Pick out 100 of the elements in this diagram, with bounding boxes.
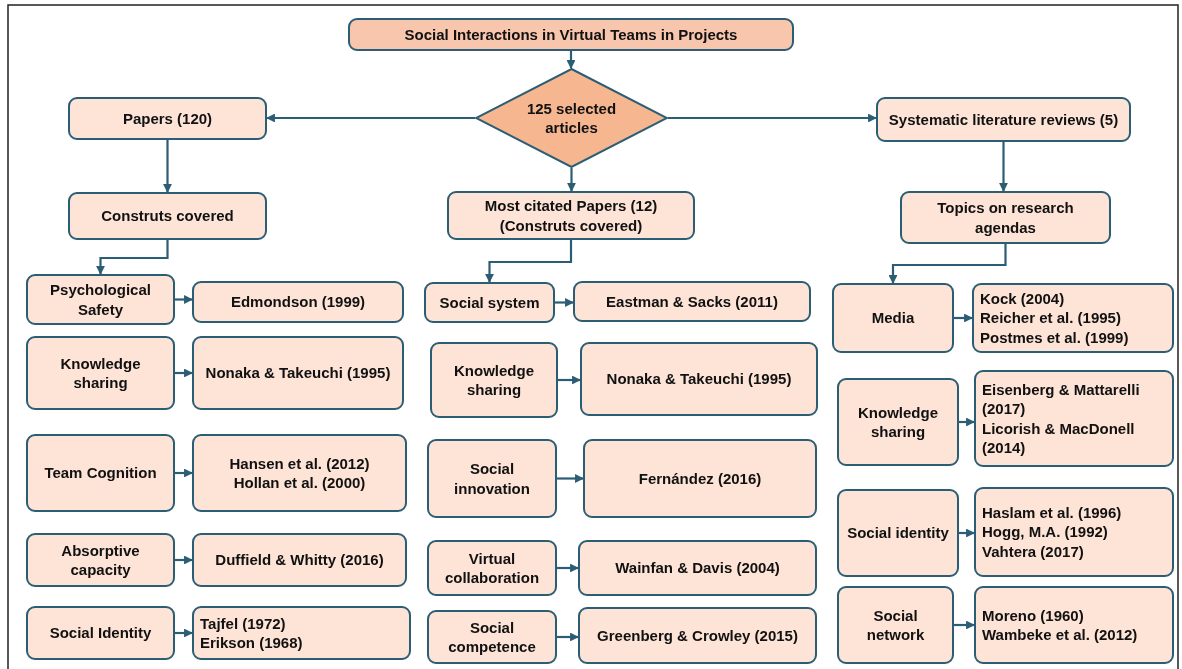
process-box xyxy=(974,370,1174,467)
node-label: Greenberg & Crowley (2015) xyxy=(597,625,798,646)
node-label: Absorptive capacity xyxy=(60,540,141,580)
arrow xyxy=(175,368,193,378)
process-box xyxy=(26,606,175,660)
arrow xyxy=(555,298,574,307)
node-label: Social identity xyxy=(847,523,949,543)
arrow xyxy=(485,240,573,283)
process-box xyxy=(573,281,811,322)
process-box xyxy=(26,434,175,512)
reference-line: Wambeke et al. (2012) xyxy=(982,625,1138,645)
arrow xyxy=(175,555,193,565)
arrow xyxy=(959,528,975,538)
arrow xyxy=(954,313,973,323)
process-box xyxy=(68,192,267,240)
node-label: Duffield & Whitty (2016) xyxy=(215,550,384,570)
arrow xyxy=(175,628,193,638)
node-label: Team Cognition xyxy=(44,463,157,483)
node-label: Construts covered xyxy=(101,206,234,226)
node-label: Social innovation xyxy=(453,459,531,498)
arrow xyxy=(558,375,581,385)
process-box xyxy=(837,489,959,577)
process-box xyxy=(447,191,695,240)
arrow xyxy=(557,474,584,483)
process-box xyxy=(192,533,407,587)
process-box xyxy=(900,191,1111,244)
process-box xyxy=(430,342,558,418)
arrow xyxy=(567,168,576,192)
process-box xyxy=(974,487,1174,577)
arrow xyxy=(163,140,172,193)
process-box xyxy=(192,606,411,660)
process-box xyxy=(837,586,954,664)
process-box xyxy=(578,607,817,664)
node-label: Nonaka & Takeuchi (1995) xyxy=(205,363,391,383)
reference-line: Tajfel (1972) xyxy=(200,613,286,633)
process-box xyxy=(580,342,818,416)
arrow xyxy=(266,113,475,123)
node-label: Systematic literature reviews (5) xyxy=(888,109,1119,130)
arrow xyxy=(888,244,1007,284)
reference-line: Postmes et al. (1999) xyxy=(980,327,1129,348)
node-label: 125 selected articles xyxy=(526,98,617,138)
arrow xyxy=(959,417,975,427)
process-box xyxy=(583,439,817,518)
reference-line: Hogg, M.A. (1992) xyxy=(982,522,1108,542)
process-box xyxy=(424,282,555,323)
process-box xyxy=(876,97,1131,142)
node-label: Eastman & Sacks (2011) xyxy=(606,291,778,312)
node-label: Social network xyxy=(865,605,926,645)
process-box xyxy=(26,533,175,587)
node-label: Fernández (2016) xyxy=(638,468,762,489)
reference-line: Moreno (1960) xyxy=(982,605,1084,625)
arrow xyxy=(557,632,579,642)
process-box xyxy=(832,283,954,353)
reference-line: Reicher et al. (1995) xyxy=(980,308,1121,328)
arrow xyxy=(557,563,579,573)
node-label: Media xyxy=(871,308,915,328)
arrow xyxy=(954,620,975,630)
arrow xyxy=(566,51,576,69)
reference-line: Licorish & MacDonell (2014) xyxy=(982,418,1136,458)
node-label: Topics on research agendas xyxy=(936,198,1075,237)
arrow xyxy=(999,142,1008,192)
reference-line: Vahtera (2017) xyxy=(982,541,1084,562)
arrow xyxy=(96,240,169,275)
node-label: Social competence xyxy=(447,617,537,657)
reference-line: Kock (2004) xyxy=(980,288,1065,309)
node-label: Knowledge sharing xyxy=(59,353,142,393)
node-label: Social system xyxy=(439,292,540,313)
node-label: Papers (120) xyxy=(122,108,213,129)
process-box xyxy=(192,336,404,410)
node-label: Virtual collaboration xyxy=(443,548,541,588)
node-label: Social Identity xyxy=(49,623,152,643)
process-box xyxy=(427,540,557,596)
process-box xyxy=(837,378,959,466)
node-label: Most citated Papers (12) (Construts covered) xyxy=(483,196,659,235)
reference-line: Hollan et al. (2000) xyxy=(233,473,366,493)
arrow xyxy=(668,113,877,123)
reference-line: Hansen et al. (2012) xyxy=(229,453,370,473)
title-box xyxy=(348,18,794,51)
node-label: Wainfan & Davis (2004) xyxy=(615,558,780,578)
process-box xyxy=(427,610,557,664)
process-box xyxy=(192,434,407,512)
node-label: Knowledge sharing xyxy=(857,402,939,442)
process-box xyxy=(427,439,557,518)
process-box xyxy=(26,274,175,325)
process-box xyxy=(972,283,1174,353)
decision-diamond xyxy=(475,68,668,168)
arrow xyxy=(175,295,193,304)
arrow xyxy=(175,468,193,478)
reference-line: Eisenberg & Mattarelli (2017) xyxy=(982,379,1141,419)
node-label: Edmondson (1999) xyxy=(230,292,366,312)
process-box xyxy=(578,540,817,596)
reference-line: Haslam et al. (1996) xyxy=(982,502,1122,523)
node-label: Psychological Safety xyxy=(49,280,152,319)
process-box xyxy=(26,336,175,410)
node-label: Knowledge sharing xyxy=(453,360,535,400)
node-label: Social Interactions in Virtual Teams in Projects xyxy=(404,24,738,45)
process-box xyxy=(192,281,404,323)
reference-line: Erikson (1968) xyxy=(200,633,303,653)
process-box xyxy=(974,586,1174,664)
node-label: Nonaka & Takeuchi (1995) xyxy=(606,369,792,389)
